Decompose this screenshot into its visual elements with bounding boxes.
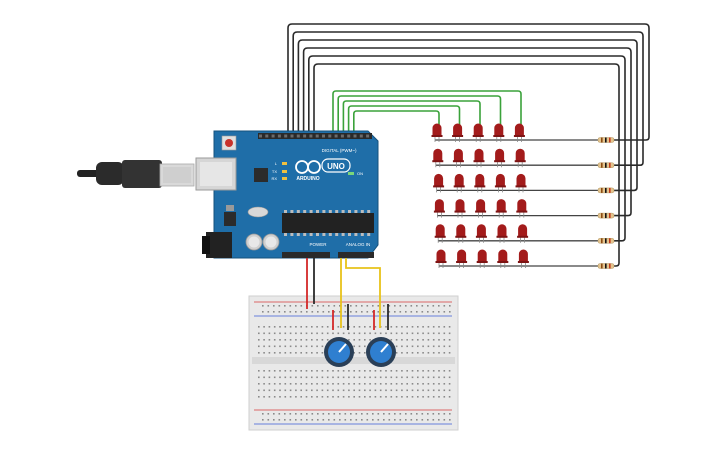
on-label: ON [357,171,363,176]
led [475,199,487,218]
led-tx-label: TX [272,169,277,174]
led-rx-indicator [282,177,287,180]
column-wire [342,100,481,133]
led [496,224,508,243]
led [493,123,505,142]
resistor [597,263,615,269]
led [516,199,528,218]
resistor-array [435,137,615,269]
led [497,249,509,268]
row-wire [302,47,632,217]
regulator [224,212,236,226]
led [517,249,529,268]
column-wire [353,110,440,133]
led [452,123,464,142]
analog-header-label: ANALOG IN [346,242,371,247]
column-wires [332,90,522,133]
led [431,123,443,142]
usb-chip [254,168,268,182]
crystal [247,206,269,218]
led [476,249,488,268]
led [452,148,464,168]
row-wire [292,31,644,166]
led [435,249,447,268]
atmega-chip [282,213,374,233]
row-wire [297,39,638,192]
arduino-uno-board: UNO ARDUINO DIGITAL (PWM~) POWER ANALOG … [195,130,379,259]
resistor [597,137,615,143]
signal-wire-a1 [345,258,381,328]
model-label: UNO [327,162,345,171]
usb-cable-icon [77,160,195,188]
led [517,224,529,243]
column-wire [332,90,522,133]
led [514,148,526,168]
column-wire [337,95,502,133]
led [454,199,466,218]
row-wire [308,55,626,242]
resistor [597,212,615,219]
led [494,148,506,168]
digital-header [258,133,372,139]
led [433,173,445,193]
power-jack [206,232,232,258]
led [513,123,525,142]
resistor [597,187,615,194]
led [455,224,467,243]
led [495,199,507,218]
row-wire [313,63,620,267]
led [474,173,486,193]
potentiometer-2[interactable] [366,337,396,367]
led [475,224,487,243]
led [453,173,465,193]
potentiometer-1[interactable] [324,337,354,367]
led [434,224,446,243]
breadboard-wires [306,258,389,330]
row-wire [287,23,650,141]
resistor [597,162,615,168]
led-rx-label: RX [271,176,277,181]
led-l-indicator [282,162,287,165]
resistor [597,238,615,244]
led [472,123,484,142]
power-header [282,252,330,258]
arduino-infinity-logo-icon [295,160,321,174]
column-wire [347,105,461,133]
led-on-indicator [348,172,354,175]
led [494,173,506,193]
reset-button-icon[interactable] [221,135,237,151]
led [432,148,444,168]
led-tx-indicator [282,170,287,173]
led-matrix [431,123,529,268]
led [515,173,527,193]
breadboard [248,295,459,431]
led-l-label: L [275,161,278,166]
led [456,249,468,268]
analog-header [338,252,374,258]
digital-header-label: DIGITAL (PWM~) [322,148,357,153]
led [433,199,445,218]
led [473,148,485,168]
row-wires [287,23,650,267]
brand-label: ARDUINO [296,176,319,182]
power-header-label: POWER [309,242,327,247]
